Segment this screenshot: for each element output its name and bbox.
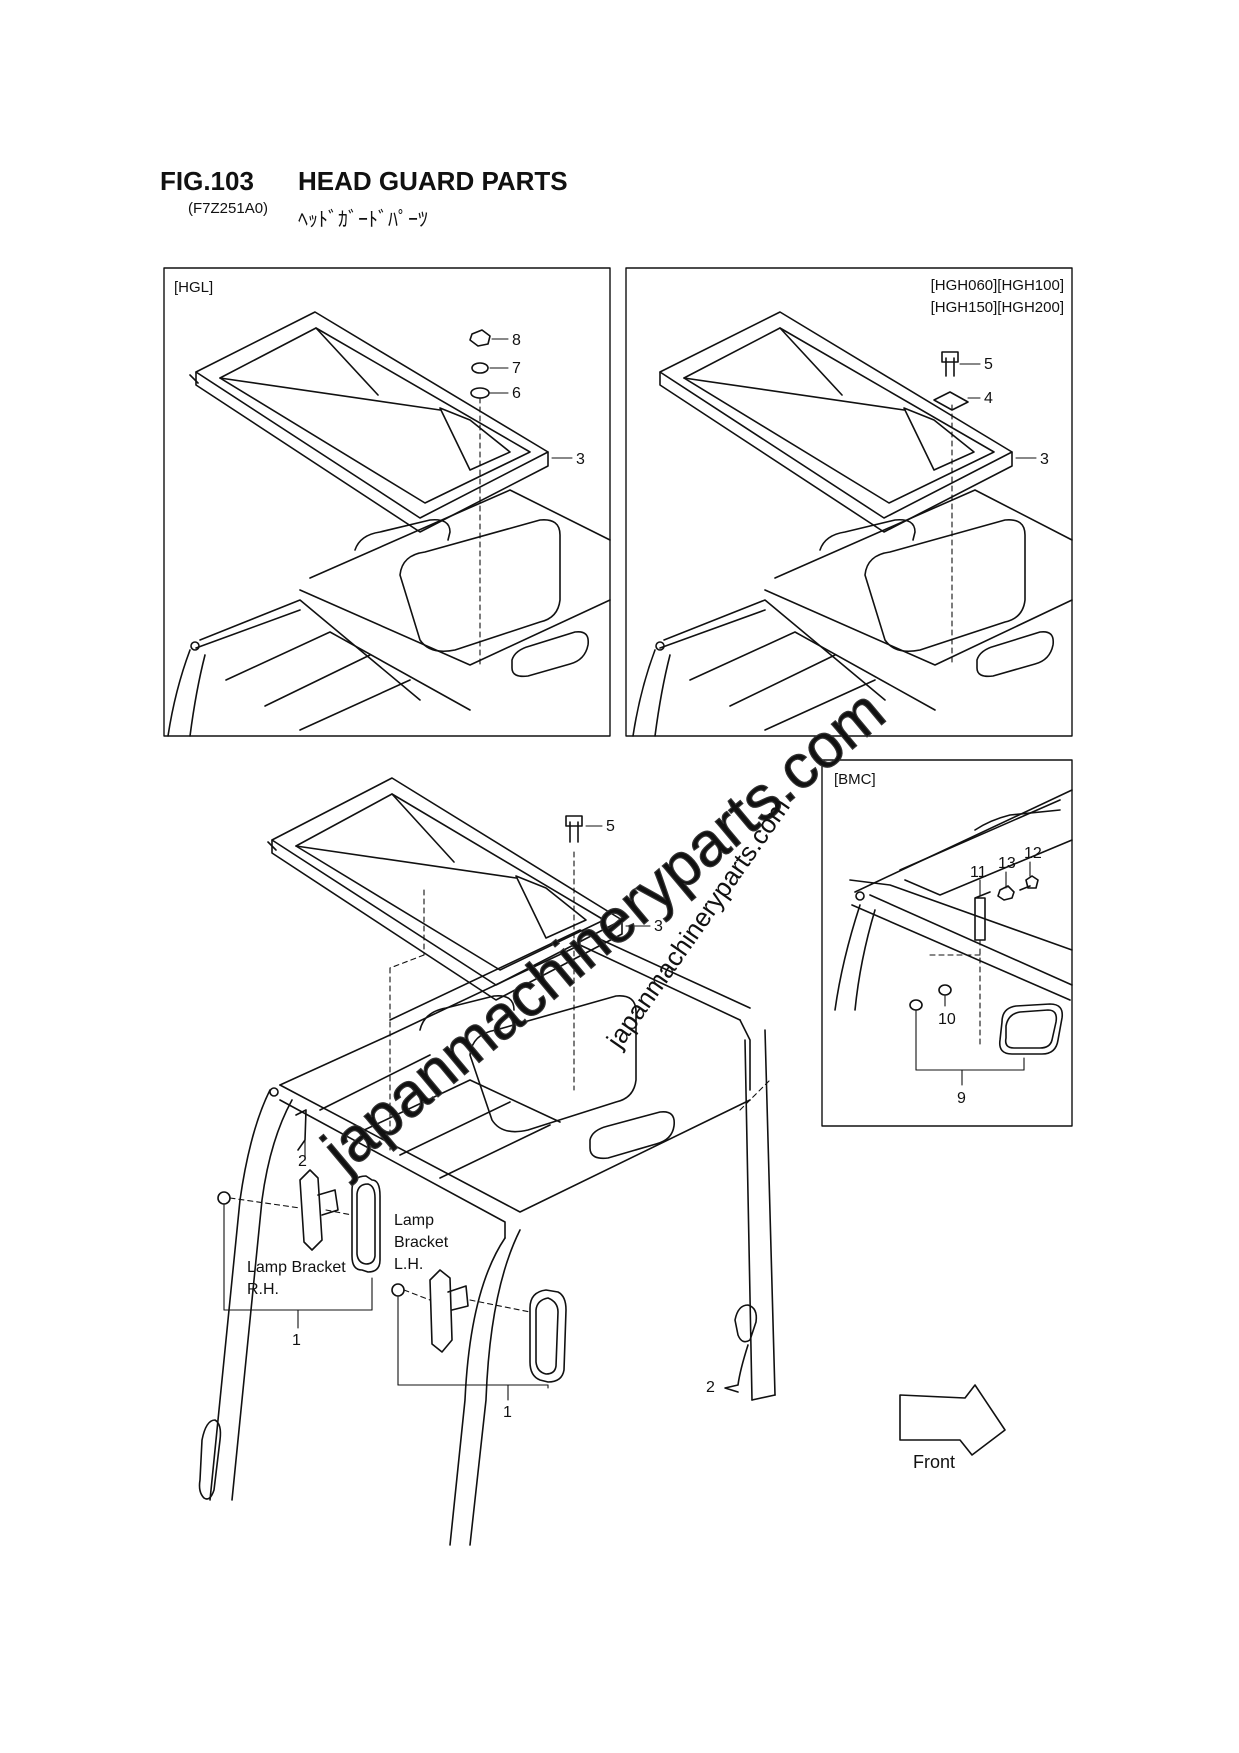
front-label: Front [913,1452,955,1472]
main-right-pillar-details [724,1079,771,1393]
panel-hgh [625,267,1073,737]
bolt-part-5 [941,351,959,377]
main-callout-1-lh: 1 [503,1404,512,1421]
bolt-part-12 [1019,875,1039,891]
panel-hgh-label-line2: [HGH150][HGH200] [931,299,1064,316]
bmc-lamp-assembly [909,861,1064,1086]
main-roof-panel-part-3 [267,777,623,1001]
bmc-cab-corner [834,789,1073,1011]
panel-hgl-frame [163,267,611,737]
bmc-callout-12: 12 [1024,845,1042,862]
main-bolt-part-5 [389,815,651,1151]
lamp-bracket-rh-line1: Lamp Bracket [247,1259,346,1276]
hgh-callout-5: 5 [984,356,993,373]
hgl-callout-6: 6 [512,385,521,402]
plate-part-4 [933,391,969,411]
hgh-cab-top [632,489,1073,737]
main-assembly [198,777,1006,1546]
main-callout-2-left: 2 [298,1153,307,1170]
panel-hgh-label-line1: [HGH060][HGH100] [931,277,1064,294]
panel-hgh-frame [625,267,1073,737]
hgh-roof-panel-part-3 [659,311,1013,533]
main-cab-top [209,929,776,1546]
main-lamp-lh [391,1269,567,1401]
main-callout-1-rh: 1 [292,1332,301,1349]
main-callout-5: 5 [606,818,615,835]
main-left-pillar-details [198,1109,307,1500]
bmc-callout-10: 10 [938,1011,956,1028]
washer-part-6 [470,387,490,399]
figure-number: FIG.103 [160,166,254,196]
main-callout-2-right: 2 [706,1379,715,1396]
bmc-lamp [998,1003,1064,1055]
lamp-bracket-lh-line1: Lamp [394,1212,434,1229]
figure-title: HEAD GUARD PARTS [298,166,568,196]
panel-bmc-frame [821,759,1073,1127]
front-direction-arrow [899,1384,1006,1456]
figure-title-japanese: ﾍｯﾄﾞｶﾞｰﾄﾞﾊﾟｰﾂ [298,207,428,231]
lamp-bracket-lh-line2: Bracket [394,1234,449,1251]
hgl-callout-8: 8 [512,332,521,349]
panel-bmc [821,759,1073,1127]
figure-code: (F7Z251A0) [188,200,269,217]
spring-washer-part-7 [471,362,489,374]
nut-part-8 [469,329,491,347]
washer-part-10 [938,984,952,996]
hgh-callout-4: 4 [984,390,993,407]
lamp-bracket-lh-line3: L.H. [394,1256,423,1273]
hgh-callout-3: 3 [1040,451,1049,468]
nut-part-9 [909,999,923,1011]
main-callout-3: 3 [654,918,663,935]
panel-hgl-label: [HGL] [174,279,213,296]
bmc-callout-11: 11 [970,864,987,881]
hgl-callout-7: 7 [512,360,521,377]
hgl-cab-top [167,489,611,737]
hgl-roof-panel-part-3 [189,311,549,533]
main-lamp-rh [217,1169,381,1329]
panel-bmc-label: [BMC] [834,771,876,788]
hgl-fasteners [469,329,573,666]
lamp-bracket-rh-line2: R.H. [247,1281,279,1298]
bracket-part-11 [974,891,991,941]
bmc-callout-13: 13 [998,855,1016,872]
nut-part-13 [997,885,1015,901]
watermark-large: japanmachineryparts.com [308,677,898,1187]
bmc-callout-9: 9 [957,1090,966,1107]
panel-hgl [163,267,611,737]
hgl-callout-3: 3 [576,451,585,468]
hgh-fasteners [933,351,1037,666]
